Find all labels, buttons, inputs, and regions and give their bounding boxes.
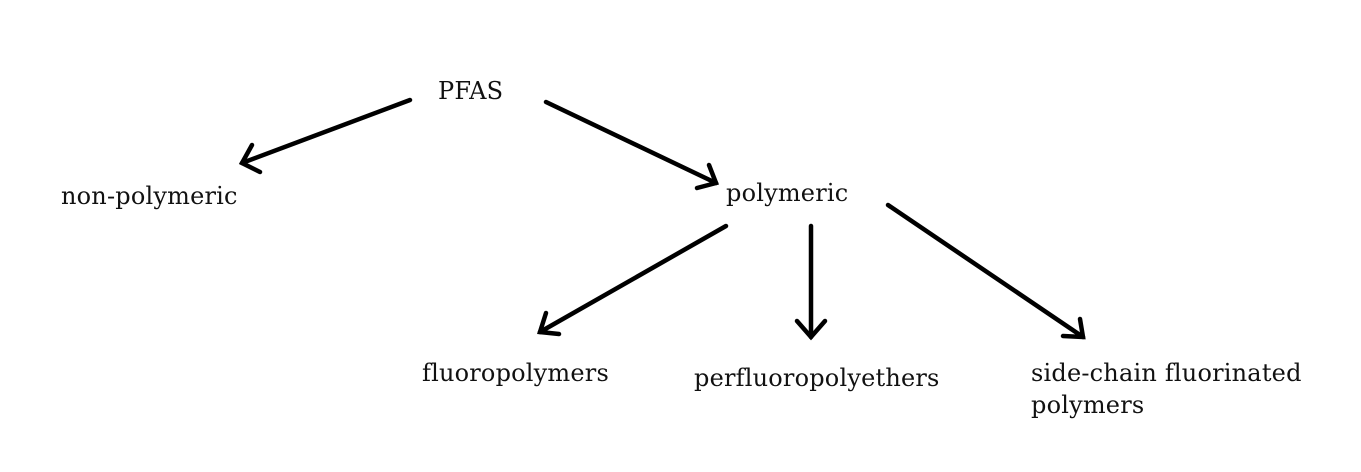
node-side-chain-line-1: side-chain fluorinated [1031,359,1302,387]
node-fluoropolymers: fluoropolymers [422,359,609,387]
arrow-pfas-to-non-polymeric [238,97,413,175]
node-pfas: PFAS [438,77,504,105]
arrow-pfas-to-polymeric [543,99,720,191]
arrow-polymeric-to-perfluoropolyethers [794,223,828,341]
arrow-polymeric-to-fluoropolymers [537,223,729,337]
node-perfluoropolyethers: perfluoropolyethers [694,364,940,392]
node-non-polymeric: non-polymeric [61,182,238,210]
node-polymeric: polymeric [726,179,849,207]
node-side-chain-line-2: polymers [1031,391,1145,419]
node-side-chain-fluorinated-polymers: side-chain fluorinated polymers [1031,357,1302,421]
arrow-polymeric-to-side-chain [885,202,1086,340]
